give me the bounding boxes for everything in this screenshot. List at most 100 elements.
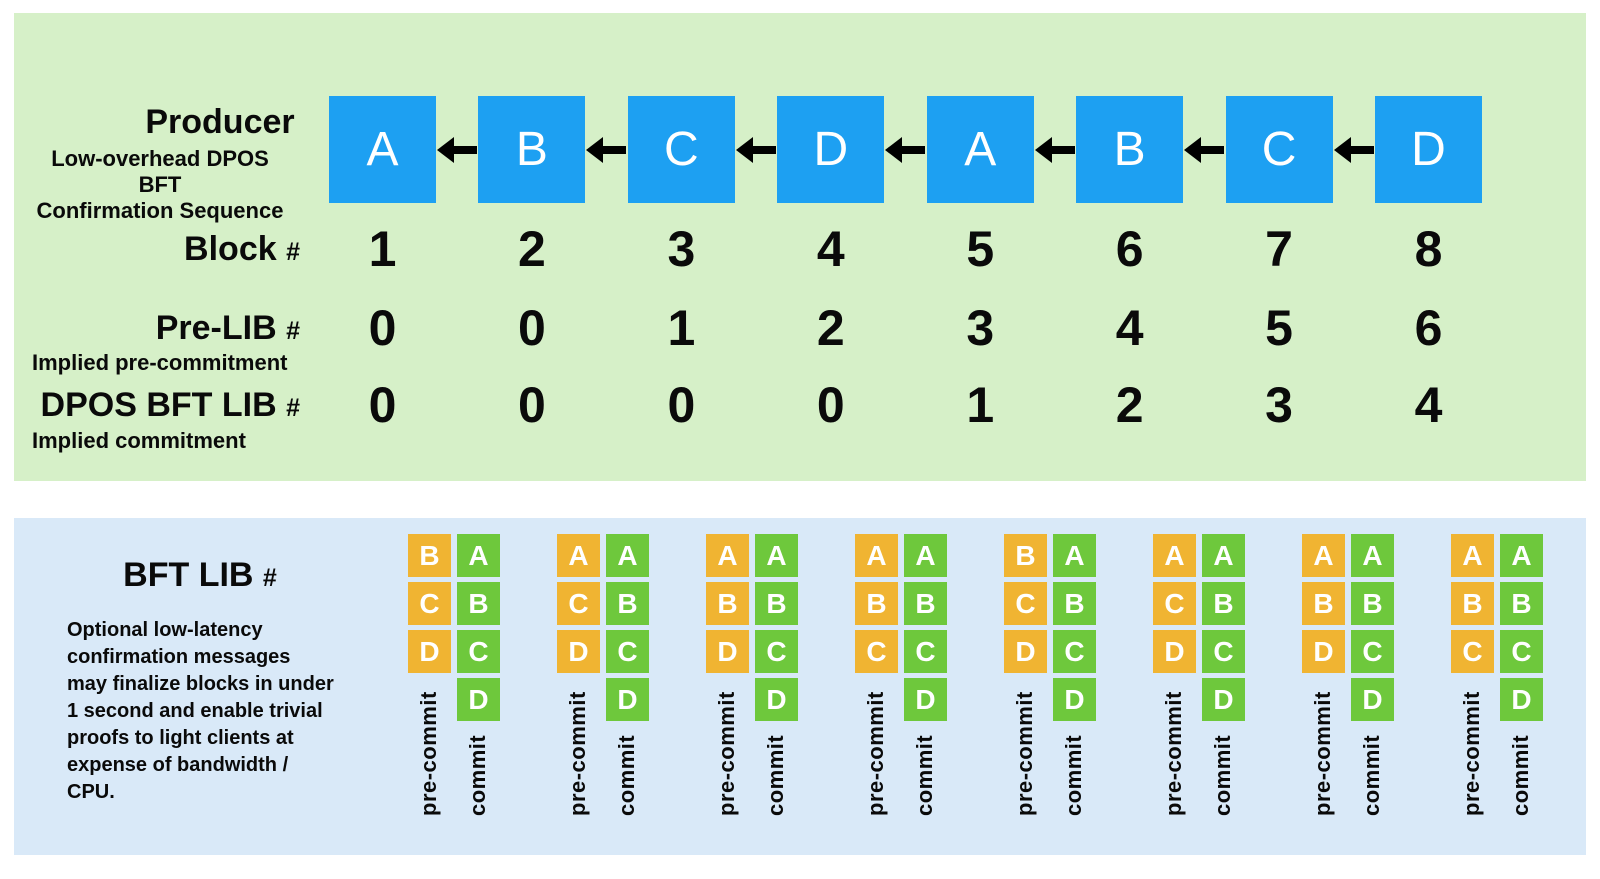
pre-lib-hash: #	[286, 317, 300, 345]
commit-block: D	[904, 678, 947, 721]
commit-block: C	[1053, 630, 1096, 673]
pre-lib-number-value: 3	[966, 300, 995, 356]
producer-block: D	[777, 96, 885, 203]
pre-commit-block: D	[706, 630, 749, 673]
pre-lib-number-value: 0	[368, 300, 397, 356]
commit-label: commit	[1210, 734, 1235, 816]
commit-label: commit	[465, 734, 490, 816]
block-number-hash: #	[286, 238, 300, 266]
prev-block-arrow-icon	[437, 137, 477, 163]
commit-block: A	[1202, 534, 1245, 577]
bft-lib-description: Optional low-latency confirmation messag…	[67, 619, 334, 803]
pre-commit-block: B	[706, 582, 749, 625]
commit-block: B	[755, 582, 798, 625]
pre-commit-block: B	[1302, 582, 1345, 625]
pre-commit-block: B	[1451, 582, 1494, 625]
arrow-head	[1333, 137, 1351, 163]
pre-lib-number-value: 0	[518, 300, 546, 356]
commit-block: B	[606, 582, 649, 625]
commit-label: commit	[763, 734, 788, 816]
arrow-shaft	[747, 146, 776, 154]
dpos-bft-lib-hash: #	[286, 394, 300, 422]
commit-block: D	[606, 678, 649, 721]
pre-commit-block: C	[855, 630, 898, 673]
commit-block: D	[755, 678, 798, 721]
commit-block: B	[904, 582, 947, 625]
commit-block: C	[1351, 630, 1394, 673]
producer-block: C	[627, 96, 735, 203]
pre-commit-block: D	[1004, 630, 1047, 673]
pre-commit-block: B	[855, 582, 898, 625]
commit-block: D	[1351, 678, 1394, 721]
dpos-bft-lib-number-value: 0	[667, 377, 696, 433]
dpos-bft-lib-number-value: 3	[1265, 377, 1293, 433]
arrow-shaft	[1196, 146, 1225, 154]
dpos-bft-lib-number-value: 1	[966, 377, 995, 433]
bft-lib-title: BFT LIB #	[75, 556, 325, 595]
arrow-shaft	[1046, 146, 1075, 154]
commit-block: C	[606, 630, 649, 673]
producer-block: A	[329, 96, 436, 203]
commit-block: C	[1500, 630, 1543, 673]
pre-commit-block: C	[408, 582, 451, 625]
pre-lib-number-value: 6	[1414, 300, 1443, 356]
dpos-bft-lib-number-value: 4	[1414, 377, 1443, 433]
pre-lib-row-label-text: Pre-LIB	[155, 309, 277, 347]
bft-lib-hash: #	[262, 564, 277, 592]
commit-block: D	[457, 678, 500, 721]
producer-block: B	[1076, 96, 1184, 203]
bft-lib-title-text: BFT LIB	[123, 556, 254, 594]
block-number-row-label: Block #	[40, 224, 300, 277]
pre-commit-label: pre-commit	[863, 691, 888, 816]
commit-block: C	[457, 630, 500, 673]
pre-commit-label: pre-commit	[1161, 691, 1186, 816]
prev-block-arrow-icon	[586, 137, 627, 163]
pre-commit-block: B	[1004, 534, 1047, 577]
pre-commit-block: C	[1153, 582, 1196, 625]
dpos-bft-lib-number-value: 0	[368, 377, 397, 433]
commit-block: A	[606, 534, 649, 577]
commit-block: C	[1202, 630, 1245, 673]
arrow-head	[586, 137, 604, 163]
pre-commit-block: B	[408, 534, 451, 577]
block-number-value: 5	[966, 221, 995, 277]
dpos-bft-lib-number-value: 0	[816, 377, 845, 433]
dpos-bft-lib-row-label-text: DPOS BFT LIB	[40, 386, 277, 424]
pre-lib-number-value: 5	[1265, 300, 1293, 356]
block-number-value: 8	[1414, 221, 1443, 277]
commit-block: A	[1053, 534, 1096, 577]
commit-block: B	[1500, 582, 1543, 625]
prev-block-arrow-icon	[1184, 137, 1225, 163]
pre-commit-block: A	[1302, 534, 1345, 577]
pre-lib-number-value: 1	[667, 300, 696, 356]
block-number-value: 7	[1265, 221, 1293, 277]
pre-commit-label: pre-commit	[714, 691, 739, 816]
pre-commit-block: A	[855, 534, 898, 577]
block-number-value: 4	[816, 221, 845, 277]
pre-commit-block: D	[1302, 630, 1345, 673]
commit-block: B	[1351, 582, 1394, 625]
pre-lib-row-label: Pre-LIB #	[40, 303, 300, 356]
arrow-head	[735, 137, 753, 163]
arrow-shaft	[449, 146, 477, 154]
arrow-shaft	[1345, 146, 1374, 154]
producer-subtitle: Low-overhead DPOS BFT Confirmation Seque…	[36, 146, 284, 223]
block-number-row-label-text: Block	[184, 230, 277, 268]
commit-label: commit	[614, 734, 639, 816]
prev-block-arrow-icon	[1034, 137, 1075, 163]
pre-commit-block: A	[1451, 534, 1494, 577]
arrow-shaft	[897, 146, 926, 154]
commit-block: D	[1500, 678, 1543, 721]
pre-commit-block: D	[557, 630, 600, 673]
arrow-head	[1034, 137, 1052, 163]
commit-block: D	[1053, 678, 1096, 721]
commit-block: B	[1053, 582, 1096, 625]
pre-commit-block: C	[557, 582, 600, 625]
prev-block-arrow-icon	[885, 137, 926, 163]
dpos-bft-lib-number-value: 0	[518, 377, 546, 433]
pre-commit-label: pre-commit	[1459, 691, 1484, 816]
arrow-head	[1184, 137, 1202, 163]
block-number-value: 6	[1115, 221, 1144, 277]
producer-block: C	[1225, 96, 1333, 203]
